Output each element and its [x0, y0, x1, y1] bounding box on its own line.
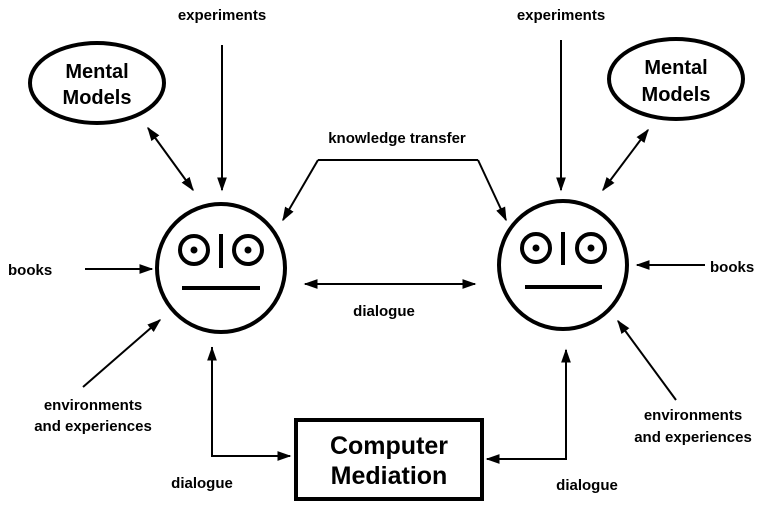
right-mental-models-arrow [602, 128, 649, 192]
left-face-pupil-left [190, 246, 198, 254]
right-environments-arrow [617, 319, 677, 401]
right-dialogue-connector [488, 350, 567, 460]
left-mental-models: Mental Models [28, 41, 166, 125]
left-environments-line1: environments [44, 397, 142, 414]
left-mental-models-ellipse [28, 41, 166, 125]
right-experiments-label: experiments [517, 7, 605, 24]
right-person-face [497, 199, 629, 331]
left-person-face [155, 202, 287, 334]
left-face-pupil-right [244, 246, 252, 254]
right-mental-models-ellipse [607, 37, 745, 121]
left-mental-models-line2: Models [63, 87, 132, 109]
left-environments-arrow [82, 319, 162, 388]
right-face-pupil-left [532, 244, 540, 252]
right-books-label: books [710, 259, 754, 276]
right-face-pupil-right [587, 244, 595, 252]
left-mental-models-arrow [147, 126, 194, 192]
knowledge-transfer-arrow-right [477, 159, 507, 222]
computer-mediation-box: Computer Mediation [294, 418, 484, 501]
left-experiments-label: experiments [178, 7, 266, 24]
left-books-label: books [8, 262, 52, 279]
right-dialogue-label: dialogue [556, 477, 618, 494]
right-environments-line2: and experiences [634, 429, 752, 446]
left-mental-models-line1: Mental [65, 61, 128, 83]
knowledge-transfer-arrow-left [282, 159, 319, 222]
computer-mediation-line1: Computer [330, 432, 448, 460]
right-environments-line1: environments [644, 407, 742, 424]
left-dialogue-label: dialogue [171, 475, 233, 492]
knowledge-transfer-label: knowledge transfer [328, 130, 466, 147]
center-dialogue-label: dialogue [353, 303, 415, 320]
computer-mediation-line2: Mediation [331, 462, 448, 490]
right-mental-models-line1: Mental [644, 57, 707, 79]
left-environments-line2: and experiences [34, 418, 152, 435]
right-mental-models-line2: Models [642, 84, 711, 106]
computer-mediation-rect [294, 418, 484, 501]
right-mental-models: Mental Models [607, 37, 745, 121]
left-dialogue-connector [211, 347, 289, 457]
